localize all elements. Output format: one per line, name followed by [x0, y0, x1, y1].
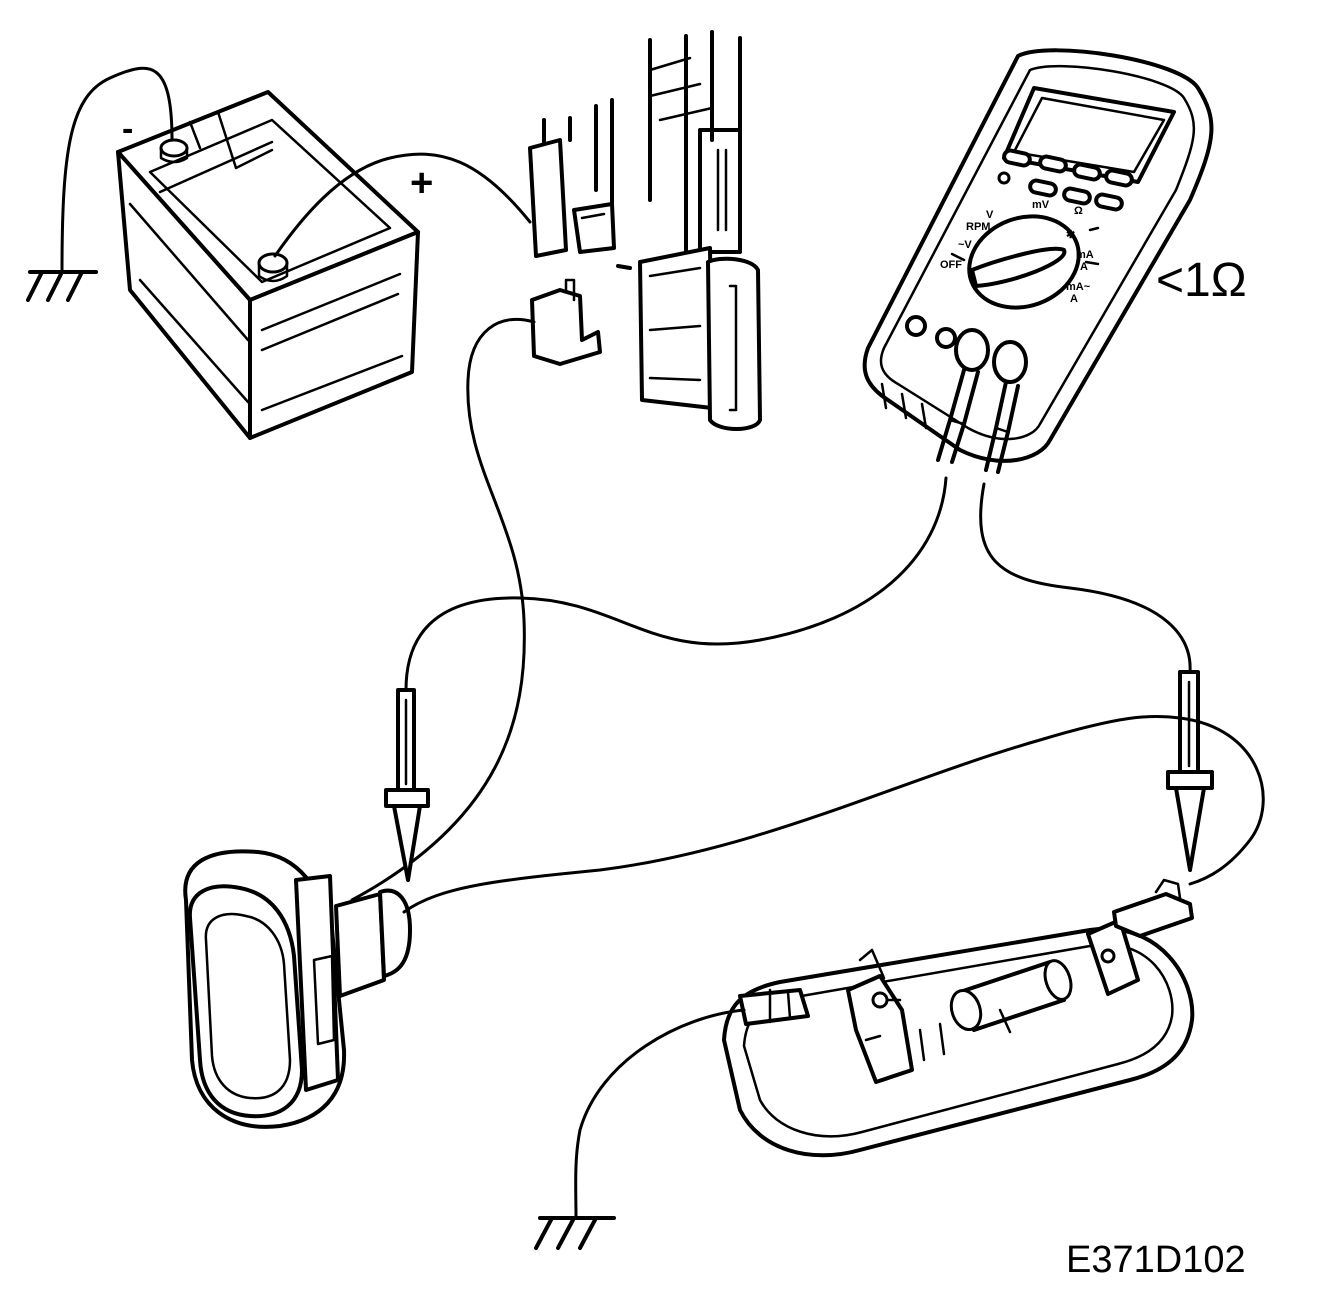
left-test-probe — [384, 688, 430, 882]
fuse-to-switch-wire — [350, 317, 536, 902]
dial-label-v-dc: V — [986, 209, 994, 221]
right-test-lead — [979, 482, 1192, 674]
figure-code: E371D102 — [1066, 1239, 1246, 1281]
negative-terminal — [159, 138, 189, 164]
dial-label-ma-ac: mA~ — [1066, 281, 1091, 293]
lamp-assembly — [722, 878, 1195, 1158]
battery-positive-wire — [273, 152, 532, 258]
fuse-box — [528, 30, 762, 431]
lamp-bulb — [949, 959, 1073, 1032]
multimeter-rotary-dial — [950, 214, 1100, 310]
ground-symbol-battery — [26, 270, 98, 302]
resistance-reading: <1Ω — [1156, 254, 1247, 307]
diode-icon: ✱ — [1066, 229, 1075, 241]
dial-label-rpm: RPM — [966, 221, 990, 233]
switch — [183, 849, 412, 1129]
right-test-probe — [1166, 670, 1214, 872]
positive-terminal — [257, 252, 289, 283]
dial-label-off: OFF — [940, 259, 962, 271]
ground-symbol-lamp — [534, 1216, 616, 1250]
dial-label-ma-dc: mA — [1076, 249, 1094, 261]
switch-to-lamp-wire — [402, 714, 1265, 914]
battery-ground-wire — [60, 66, 174, 274]
left-test-lead — [404, 476, 948, 692]
dial-label-mv: mV — [1032, 199, 1050, 211]
dial-label-ohm: Ω — [1074, 205, 1083, 217]
dial-label-a-ac: A — [1070, 293, 1078, 305]
multimeter: V RPM mV Ω ~V OFF mA A mA~ A ✱ <1Ω — [862, 48, 1247, 474]
dial-label-v-ac: ~V — [958, 239, 972, 251]
multimeter-dial-labels: V RPM mV Ω ~V OFF mA A mA~ A ✱ — [940, 199, 1094, 305]
battery-negative-label: - — [122, 110, 133, 148]
multimeter-lead-plugs — [936, 368, 1020, 474]
dial-label-a-dc: A — [1080, 261, 1088, 273]
multimeter-buttons — [997, 148, 1134, 212]
battery-positive-label: + — [410, 161, 433, 205]
multimeter-input-jacks — [905, 315, 1028, 384]
lamp-ground-wire — [574, 1008, 746, 1220]
battery: - + — [116, 90, 433, 440]
